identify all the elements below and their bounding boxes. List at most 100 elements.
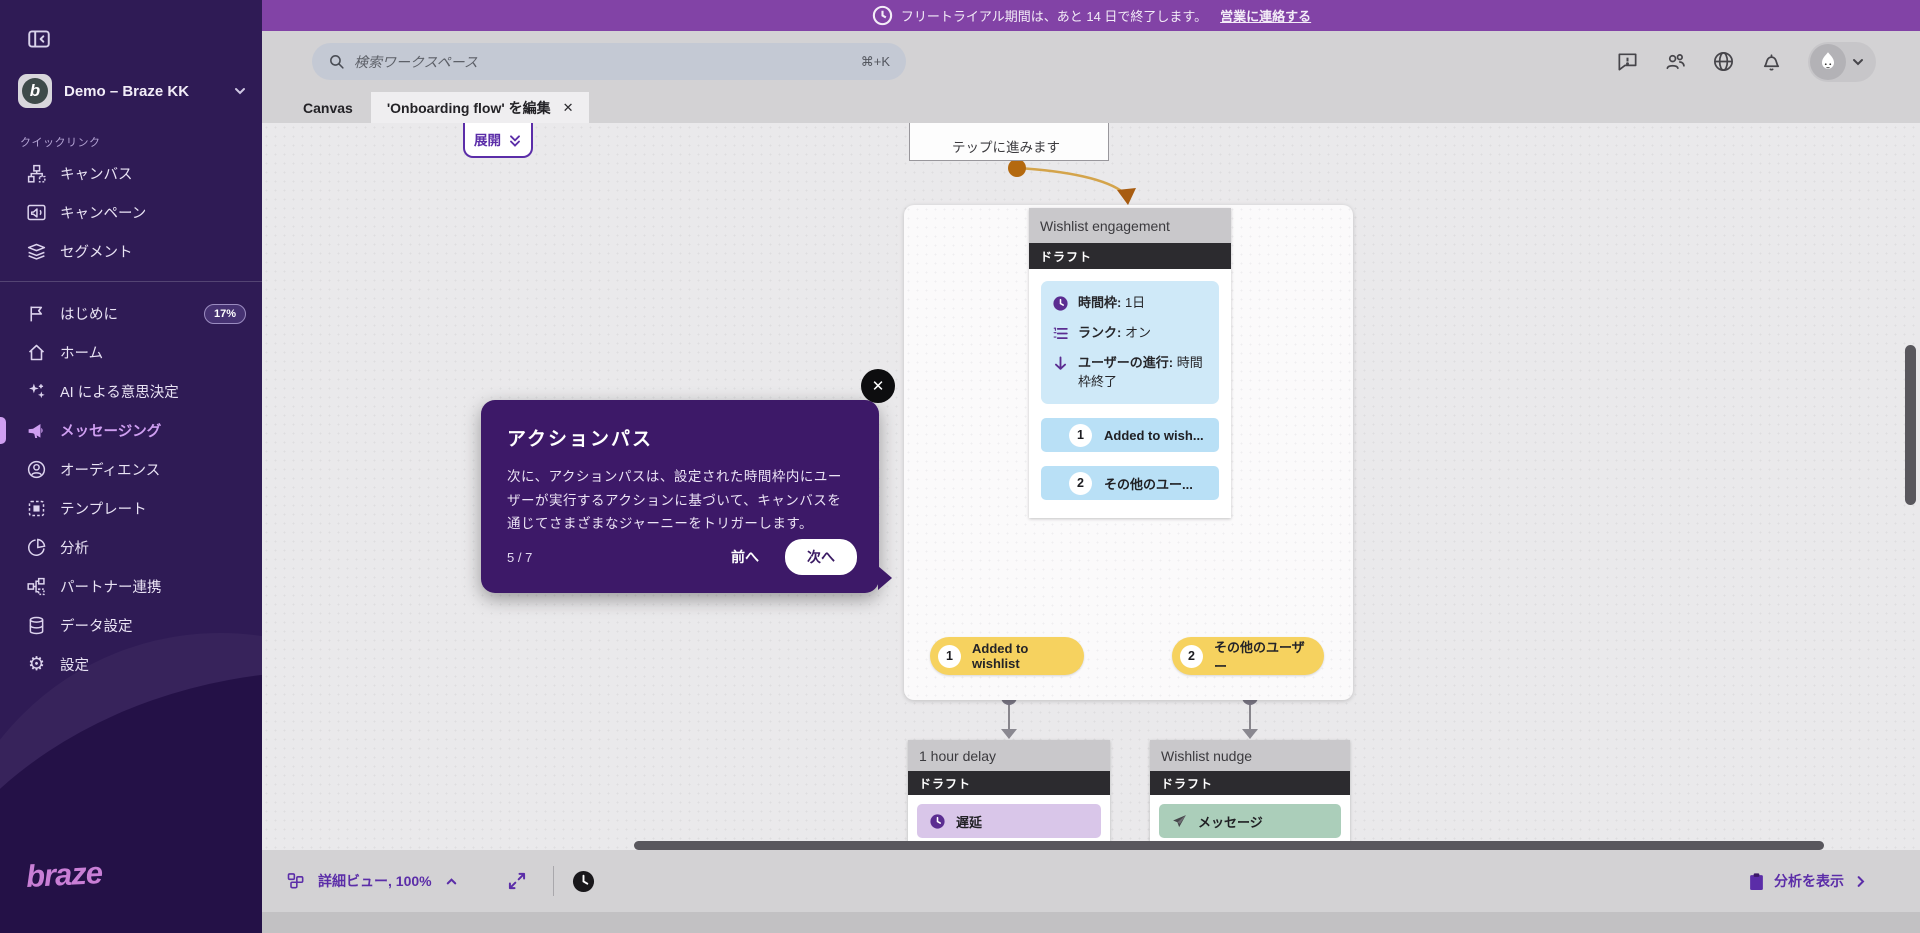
sidebar-item-partner-integrations[interactable]: パートナー連携 — [0, 567, 262, 606]
home-icon — [26, 342, 47, 363]
workspace-switcher[interactable]: b Demo – Braze KK — [18, 74, 248, 108]
sidebar-item-label: はじめに — [60, 307, 118, 323]
sidebar-item-templates[interactable]: テンプレート — [0, 489, 262, 528]
clipped-step-node[interactable]: テップに進みます — [909, 123, 1109, 161]
sidebar-item-audience[interactable]: オーディエンス — [0, 450, 262, 489]
chevron-down-icon[interactable] — [1850, 54, 1866, 70]
template-icon — [26, 498, 47, 519]
clock-icon — [1053, 296, 1068, 311]
next-button[interactable]: 次へ — [785, 539, 857, 575]
sidebar: b Demo – Braze KK クイックリンク キャンバス キャンペーン — [0, 0, 262, 933]
setting-value: 時間枠終了 — [1078, 354, 1203, 389]
sidebar-item-canvas[interactable]: キャンバス — [0, 154, 262, 193]
globe-icon[interactable] — [1712, 50, 1735, 73]
tab-label: Canvas — [303, 99, 353, 116]
pie-chart-icon — [26, 537, 47, 558]
sidebar-item-label: パートナー連携 — [60, 580, 162, 596]
sidebar-item-segments[interactable]: セグメント — [0, 232, 262, 271]
delay-step[interactable]: 遅延 — [917, 804, 1101, 838]
sidebar-item-getting-started[interactable]: はじめに 17% — [0, 294, 262, 333]
choice-number: 1 — [1069, 423, 1092, 447]
chevron-down-icon[interactable] — [232, 83, 248, 99]
sidebar-item-label: テンプレート — [60, 502, 147, 518]
clipboard-icon — [1750, 872, 1763, 890]
clipped-step-text: テップに進みます — [952, 140, 1060, 155]
setting-row: ユーザーの進行: 時間枠終了 — [1052, 354, 1208, 392]
clock-icon — [872, 5, 893, 26]
feedback-bubble-icon[interactable] — [1616, 50, 1639, 73]
flow-node-wishlist-nudge[interactable]: Wishlist nudge ドラフト メッセージ — [1150, 740, 1350, 850]
setting-label: ランク: — [1078, 324, 1122, 340]
braze-logo: braze — [25, 855, 103, 894]
sidebar-item-label: 分析 — [60, 541, 89, 557]
account-menu[interactable] — [1808, 41, 1876, 82]
branch-pill-everyone-else[interactable]: 2 その他のユーザー — [1172, 637, 1324, 675]
zoom-view-control[interactable]: 詳細ビュー, 100% — [286, 871, 459, 891]
choice-row-1[interactable]: 1 Added to wish... — [1041, 418, 1219, 453]
choice-row-2[interactable]: 2 その他のユー... — [1041, 466, 1219, 501]
sidebar-collapse-icon[interactable] — [26, 26, 52, 52]
active-indicator — [0, 417, 6, 444]
search-icon — [330, 55, 344, 69]
tour-body: 次に、アクションパスは、設定された時間枠内にユーザーが実行するアクションに基づい… — [507, 469, 842, 532]
sidebar-item-label: キャンペーン — [60, 206, 147, 222]
flag-icon — [26, 303, 47, 324]
step-label: 遅延 — [956, 814, 983, 830]
messaging-megaphone-icon — [26, 420, 47, 441]
expand-label: 展開 — [474, 133, 501, 148]
branch-number: 2 — [1180, 644, 1203, 668]
node-settings-panel: 時間枠: 1日 ランク: オン ユーザーの進行: 時間枠終了 — [1041, 281, 1219, 405]
setting-label: ユーザーの進行: — [1078, 354, 1174, 370]
sidebar-item-home[interactable]: ホーム — [0, 333, 262, 372]
send-icon — [1173, 814, 1186, 827]
sidebar-item-campaigns[interactable]: キャンペーン — [0, 193, 262, 232]
people-icon[interactable] — [1664, 50, 1687, 73]
sidebar-item-label: ホーム — [60, 346, 104, 362]
horizontal-scrollbar[interactable] — [634, 841, 1824, 850]
branch-pill-added-to-wishlist[interactable]: 1 Added to wishlist — [930, 637, 1084, 675]
choice-label: その他のユー... — [1104, 476, 1193, 492]
sidebar-item-settings[interactable]: ⚙ 設定 — [0, 645, 262, 684]
expand-button[interactable]: 展開 — [463, 123, 533, 158]
close-icon[interactable]: ✕ — [861, 369, 895, 403]
sidebar-item-data-settings[interactable]: データ設定 — [0, 606, 262, 645]
show-analytics-button[interactable]: 分析を表示 — [1748, 871, 1920, 891]
tab-onboarding-flow-edit[interactable]: 'Onboarding flow' を編集 ✕ — [370, 92, 590, 123]
flow-node-1-hour-delay[interactable]: 1 hour delay ドラフト 遅延 — [908, 740, 1110, 850]
status-badge: ドラフト — [1029, 243, 1231, 269]
tour-progress: 5 / 7 — [507, 549, 533, 565]
previous-button[interactable]: 前へ — [731, 549, 759, 565]
workspace-avatar: b — [18, 74, 52, 108]
setting-row: 時間枠: 1日 — [1052, 294, 1208, 313]
progress-badge: 17% — [203, 303, 246, 324]
flow-node-wishlist-engagement[interactable]: Wishlist engagement ドラフト 時間枠: 1日 ランク: オン… — [1029, 208, 1231, 518]
trial-banner-text: フリートライアル期間は、あと 14 日で終了します。 — [900, 9, 1208, 24]
history-clock-icon[interactable] — [572, 870, 595, 893]
person-circle-icon — [26, 459, 47, 480]
top-bar: ⌘+K — [262, 31, 1920, 92]
sidebar-item-messaging[interactable]: メッセージング — [0, 411, 262, 450]
canvas-editor[interactable]: テップに進みます 展開 Wishlist engagement ドラフト 時間枠… — [262, 123, 1920, 850]
tour-title: アクションパス — [507, 429, 654, 450]
tab-canvas[interactable]: Canvas — [285, 92, 371, 123]
sidebar-divider — [0, 281, 262, 282]
sidebar-item-analytics[interactable]: 分析 — [0, 528, 262, 567]
contact-sales-link[interactable]: 営業に連絡する — [1220, 9, 1312, 24]
sidebar-item-ai-decisioning[interactable]: AI による意思決定 — [0, 372, 262, 411]
message-step[interactable]: メッセージ — [1159, 804, 1341, 838]
vertical-scrollbar[interactable] — [1905, 345, 1916, 505]
workspace-name: Demo – Braze KK — [64, 82, 190, 100]
fullscreen-expand-icon[interactable] — [507, 871, 527, 891]
chevron-up-icon[interactable] — [444, 874, 459, 889]
arrow-down-icon — [1054, 356, 1067, 370]
clock-icon — [930, 813, 945, 829]
setting-value: オン — [1121, 324, 1151, 340]
close-tab-icon[interactable]: ✕ — [562, 99, 574, 115]
trial-banner: フリートライアル期間は、あと 14 日で終了します。 営業に連絡する — [262, 0, 1920, 31]
search-shortcut: ⌘+K — [860, 53, 890, 69]
search-input[interactable] — [354, 53, 861, 70]
sidebar-item-label: オーディエンス — [60, 463, 161, 479]
bell-icon[interactable] — [1760, 50, 1783, 73]
workspace-search[interactable]: ⌘+K — [312, 43, 906, 80]
show-analytics-label: 分析を表示 — [1774, 873, 1844, 889]
